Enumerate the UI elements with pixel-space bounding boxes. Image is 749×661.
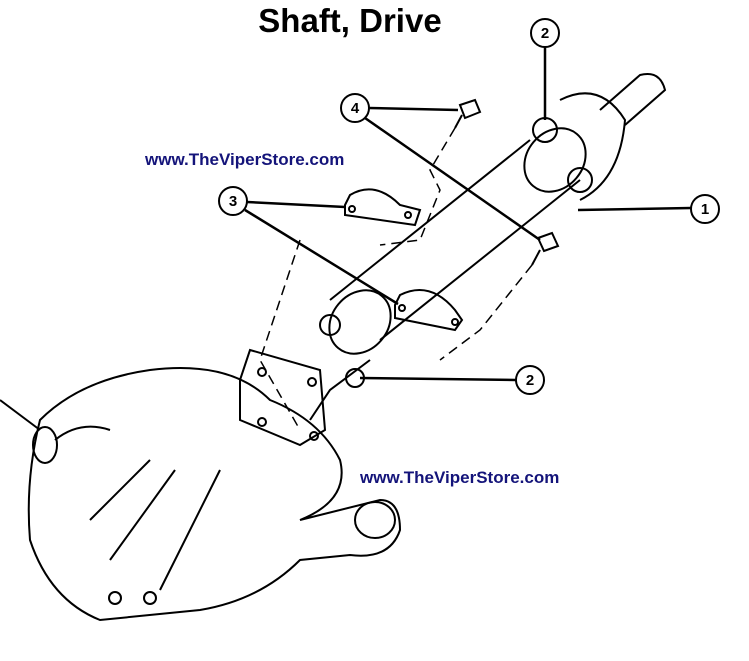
drive-shaft — [309, 73, 667, 421]
brackets — [344, 188, 464, 332]
svg-text:3: 3 — [229, 193, 237, 210]
u-joint-front — [532, 92, 627, 201]
watermark-bottom: www.TheViperStore.com — [360, 468, 560, 487]
page-title: Shaft, Drive — [258, 2, 442, 39]
callout-2-bottom: 2 — [515, 365, 545, 395]
svg-text:2: 2 — [541, 25, 549, 42]
callout-2-top: 2 — [530, 18, 560, 48]
callout-1: 1 — [690, 194, 720, 224]
watermark-top: www.TheViperStore.com — [145, 150, 345, 169]
svg-text:2: 2 — [526, 372, 534, 389]
bolts — [454, 98, 560, 266]
callout-4: 4 — [340, 93, 370, 123]
svg-text:1: 1 — [701, 201, 709, 218]
leader-lines — [244, 47, 692, 382]
differential-housing — [0, 348, 402, 622]
assembly-lines — [259, 127, 533, 431]
callout-3: 3 — [218, 186, 248, 216]
svg-text:4: 4 — [351, 100, 360, 117]
